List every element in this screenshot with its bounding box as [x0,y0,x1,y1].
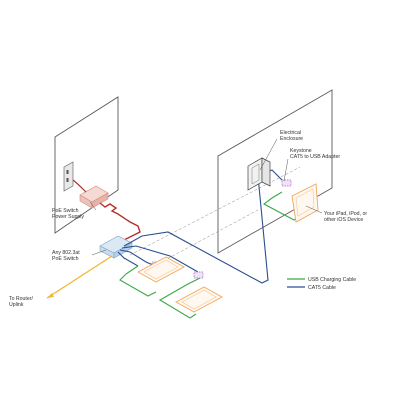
legend-usb-label: USB Charging Cable [308,277,356,283]
ios-device-label: Your iPad, iPod, or other iOS Device [324,211,369,223]
poe-power-supply-icon [79,185,109,209]
ios-device-icon [137,183,319,313]
callout-lines [89,138,323,256]
power-cable [72,179,141,243]
dashed-run-lines [129,166,301,269]
left-wall [54,96,119,234]
legend-cat5-label: CAT5 Cable [308,285,336,291]
cat5-cables [117,169,285,284]
router-uplink-label: To Router/ Uplink [9,296,34,308]
right-wall [217,89,333,254]
electrical-enclosure-label: Electrical Enclosure [280,130,303,142]
wall-outlet-icon [63,161,74,192]
uplink-cable [46,255,113,299]
poe-switch-label: Any 802.3at PoE Switch [52,250,81,262]
poe-power-supply-label: PoE Switch Power Supply [52,208,84,220]
electrical-enclosure-icon [247,157,271,191]
keystone-adapter-label: Keystone CAT5 to USB Adapter [290,148,340,160]
legend: USB Charging Cable CAT5 Cable [287,277,356,291]
